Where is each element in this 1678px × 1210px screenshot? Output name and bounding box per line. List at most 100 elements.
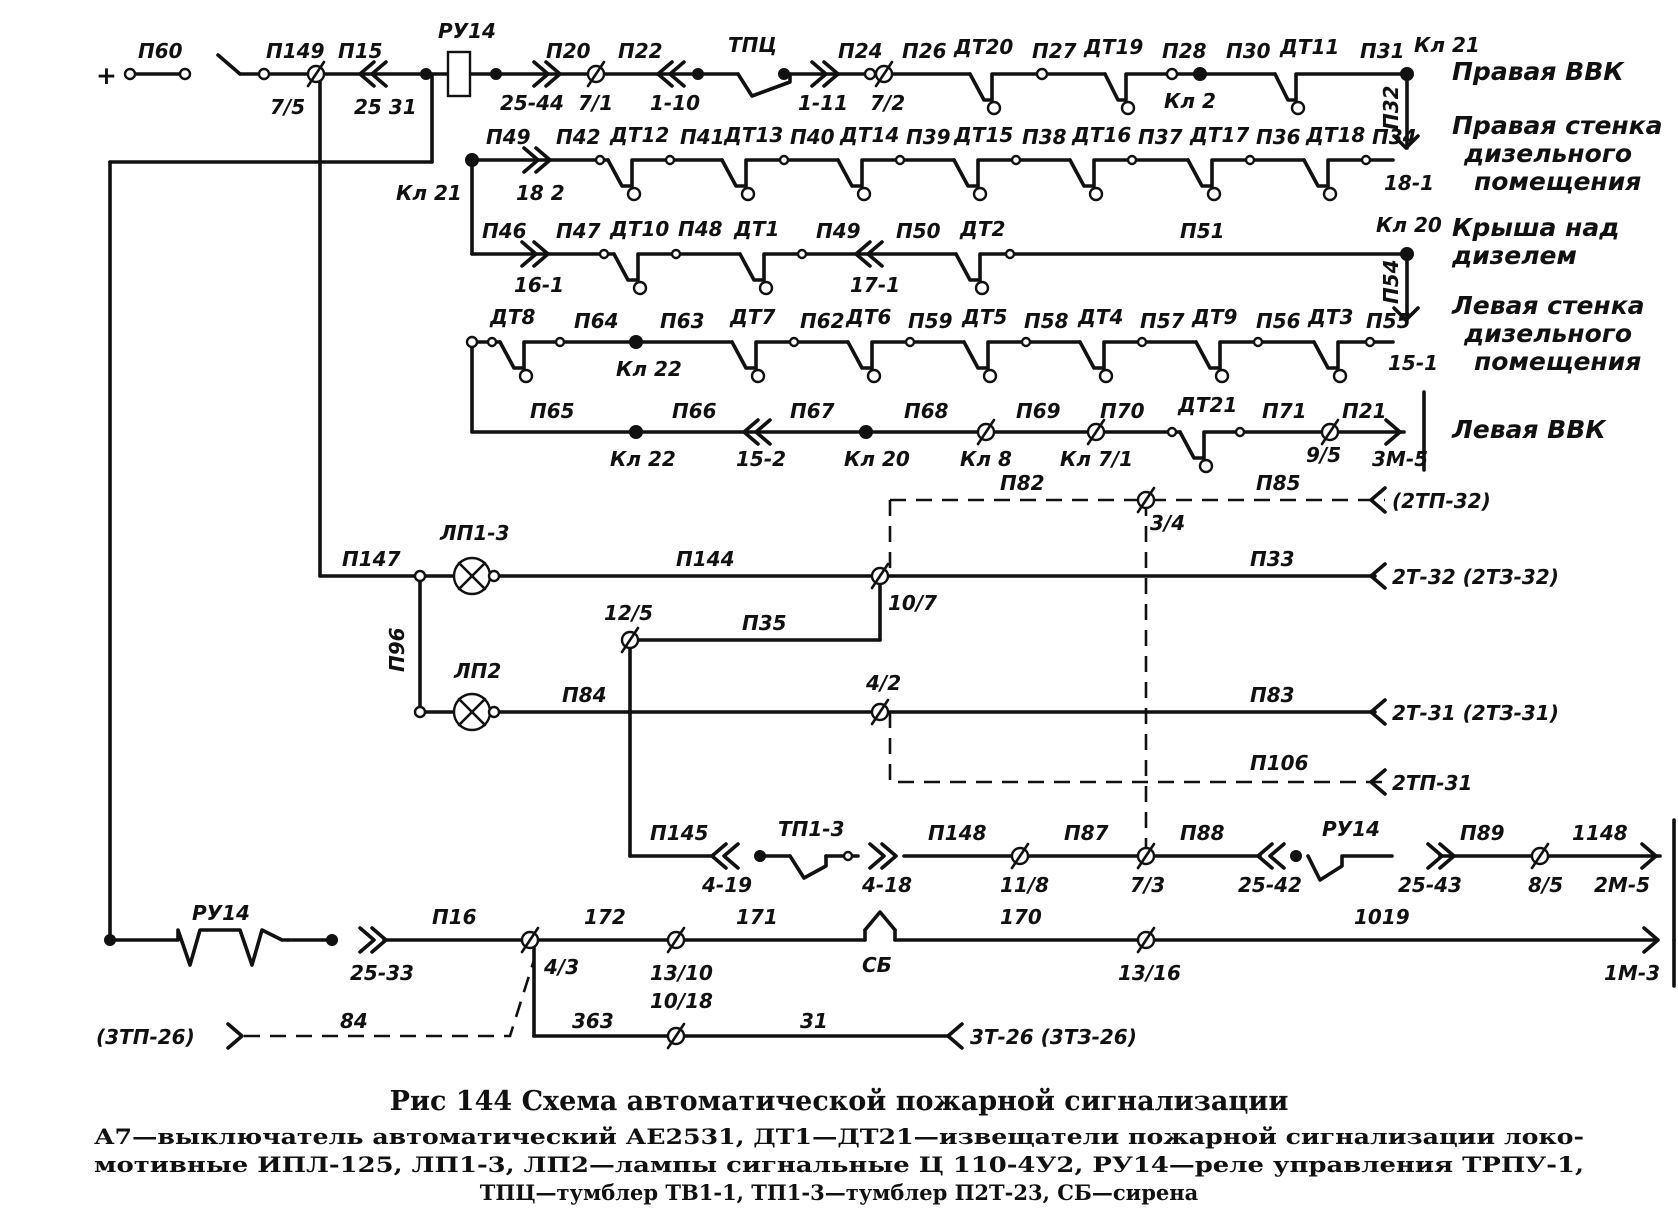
label-p34: П34: [1372, 125, 1417, 149]
label-p68: П68: [904, 399, 949, 423]
label-dt11: ДТ11: [1279, 35, 1339, 59]
label-p50: П50: [896, 219, 941, 243]
label-p63: П63: [660, 309, 705, 333]
label-t4-2: 4/2: [865, 671, 901, 695]
label-p66: П66: [672, 399, 717, 423]
label-p22: П22: [618, 39, 663, 63]
label-t4-3: 4/3: [543, 955, 579, 979]
label-p20: П20: [546, 39, 591, 63]
label-tpc: ТПЦ: [728, 33, 777, 57]
label-t25-44: 25-44: [500, 91, 564, 115]
junction-dots: [104, 67, 1414, 946]
lamp-lp1-3: [452, 556, 492, 596]
label-ru14-top: РУ14: [438, 19, 496, 43]
lamp-lp2: [452, 692, 492, 732]
label-p106: П106: [1250, 751, 1309, 775]
label-p54: П54: [1379, 259, 1403, 304]
label-p89: П89: [1460, 821, 1505, 845]
zone-left-wall-3: помещения: [1474, 347, 1641, 376]
label-kl2: Кл 2: [1164, 89, 1216, 113]
label-t15-2: 15-2: [736, 447, 786, 471]
plus-terminal: +: [96, 61, 117, 90]
label-p24: П24: [838, 39, 883, 63]
label-t7-5: 7/5: [270, 95, 305, 119]
figure-caption: Рис 144 Схема автоматической пожарной си…: [94, 1086, 1584, 1205]
label-p58: П58: [1024, 309, 1069, 333]
caption-line-1: А7—выключатель автоматический АЕ2531, ДТ…: [94, 1124, 1584, 1149]
wire-labels: + П60 П149 П15 РУ14 П20 П22 ТПЦ П24 П26 …: [96, 19, 1660, 1049]
label-dt15: ДТ15: [953, 123, 1013, 147]
label-p28: П28: [1162, 39, 1207, 63]
label-p62: П62: [800, 309, 845, 333]
label-p33: П33: [1250, 547, 1295, 571]
label-p149a: П149: [266, 39, 325, 63]
label-p40: П40: [790, 125, 835, 149]
label-kl20a: Кл 20: [1376, 213, 1442, 237]
label-p70: П70: [1100, 399, 1145, 423]
label-p21: П21: [1342, 399, 1387, 423]
label-sb: СБ: [862, 953, 892, 977]
label-w171: 171: [736, 905, 778, 929]
label-dt17: ДТ17: [1189, 123, 1249, 147]
label-kl21a: Кл 21: [1414, 33, 1480, 57]
label-dt20: ДТ20: [953, 35, 1013, 59]
label-p82: П82: [1000, 471, 1045, 495]
label-w84: 84: [340, 1009, 368, 1033]
label-kl8: Кл 8: [960, 447, 1012, 471]
connectors: [226, 60, 1660, 1050]
label-r2t31: 2Т-31 (2ТЗ-31): [1392, 701, 1559, 725]
label-ru14-bot: РУ14: [192, 901, 250, 925]
siren-sb: [863, 910, 897, 932]
caption-line-2: мотивные ИПЛ-125, ЛП1-3, ЛП2—лампы сигна…: [94, 1152, 1584, 1177]
label-t1m3: 1М-3: [1604, 961, 1660, 985]
label-t13-16: 13/16: [1118, 961, 1181, 985]
label-kl22a: Кл 22: [616, 357, 682, 381]
wires: [108, 53, 1676, 1038]
label-dt2: ДТ2: [959, 217, 1005, 241]
label-t1-10: 1-10: [650, 91, 700, 115]
zone-left-wall-2: дизельного: [1463, 319, 1632, 348]
label-t3m5: 3М-5: [1372, 447, 1428, 471]
label-p27: П27: [1032, 39, 1077, 63]
label-t25-43: 25-43: [1398, 873, 1462, 897]
label-lp2: ЛП2: [453, 659, 501, 683]
zone-roof-1: Крыша над: [1452, 213, 1619, 242]
relay-ru14-coil: [446, 50, 472, 98]
label-t15-1: 15-1: [1388, 351, 1438, 375]
label-w172: 172: [584, 905, 626, 929]
terminals: [123, 67, 1376, 862]
label-p49b: П49: [816, 219, 861, 243]
label-t10-7: 10/7: [888, 591, 937, 615]
label-dt1: ДТ1: [733, 217, 779, 241]
label-t3-4: 3/4: [1150, 511, 1185, 535]
label-t18-2: 18 2: [516, 181, 565, 205]
label-p49a: П49: [486, 125, 531, 149]
label-t4-19: 4-19: [701, 873, 752, 897]
label-p36: П36: [1256, 125, 1301, 149]
label-p41: П41: [680, 125, 725, 149]
label-dt12: ДТ12: [609, 123, 669, 147]
label-r2tp32: (2ТП-32): [1392, 489, 1491, 513]
label-kl21b: Кл 21: [396, 181, 462, 205]
label-dt3: ДТ3: [1307, 305, 1353, 329]
label-p85: П85: [1256, 471, 1301, 495]
label-p88: П88: [1180, 821, 1225, 845]
label-p69: П69: [1016, 399, 1061, 423]
label-p57: П57: [1140, 309, 1185, 333]
label-dt14: ДТ14: [839, 123, 899, 147]
label-t4-18: 4-18: [861, 873, 912, 897]
label-t12-5: 12/5: [604, 601, 653, 625]
label-p32: П32: [1379, 85, 1403, 130]
label-w1148: 1148: [1572, 821, 1628, 845]
zone-right-vvk: Правая ВВК: [1452, 57, 1625, 86]
label-p147: П147: [342, 547, 401, 571]
label-p56: П56: [1256, 309, 1301, 333]
label-p37: П37: [1138, 125, 1183, 149]
label-t18-1: 18-1: [1384, 171, 1434, 195]
label-p145: П145: [650, 821, 709, 845]
zone-roof-2: дизелем: [1451, 241, 1577, 270]
label-kl20b: Кл 20: [844, 447, 910, 471]
label-t7-2: 7/2: [870, 91, 905, 115]
dashed-wires: [244, 498, 1385, 1038]
